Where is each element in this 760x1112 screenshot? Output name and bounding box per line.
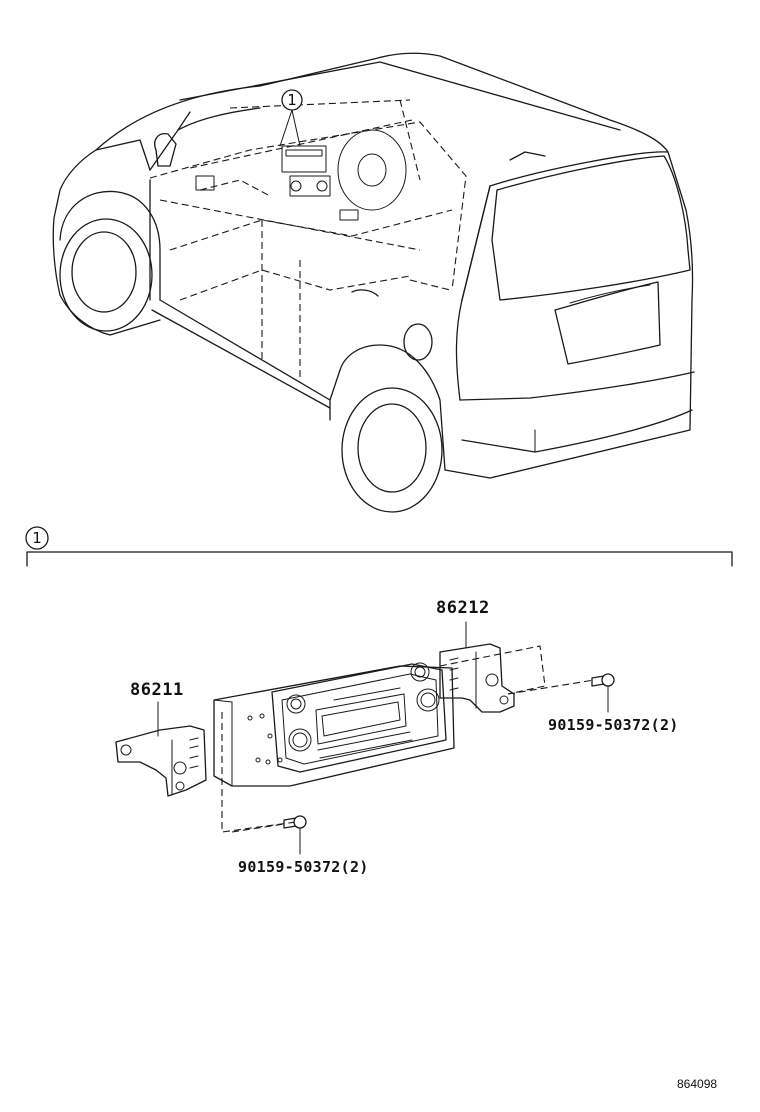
part-number-86212[interactable]: 86212 xyxy=(436,598,490,618)
figure-reference: 864098 xyxy=(677,1077,718,1091)
section-callout-circle xyxy=(25,526,49,550)
vehicle-callout-circle xyxy=(281,89,303,111)
vehicle-illustration xyxy=(52,52,695,513)
screw-right xyxy=(507,673,615,713)
bracket-86212 xyxy=(439,621,515,713)
vehicle-callout-number: 1 xyxy=(287,91,297,109)
screw-bottom xyxy=(231,815,307,855)
part-number-screw-right[interactable]: 90159-50372(2) xyxy=(548,716,679,734)
section-callout-number: 1 xyxy=(32,529,42,547)
exploded-assembly xyxy=(115,621,615,855)
part-number-86211[interactable]: 86211 xyxy=(130,680,184,700)
section-bracket xyxy=(25,526,733,567)
bracket-86211 xyxy=(115,701,207,797)
audio-head-unit xyxy=(213,662,455,787)
part-number-screw-bottom[interactable]: 90159-50372(2) xyxy=(238,858,369,876)
